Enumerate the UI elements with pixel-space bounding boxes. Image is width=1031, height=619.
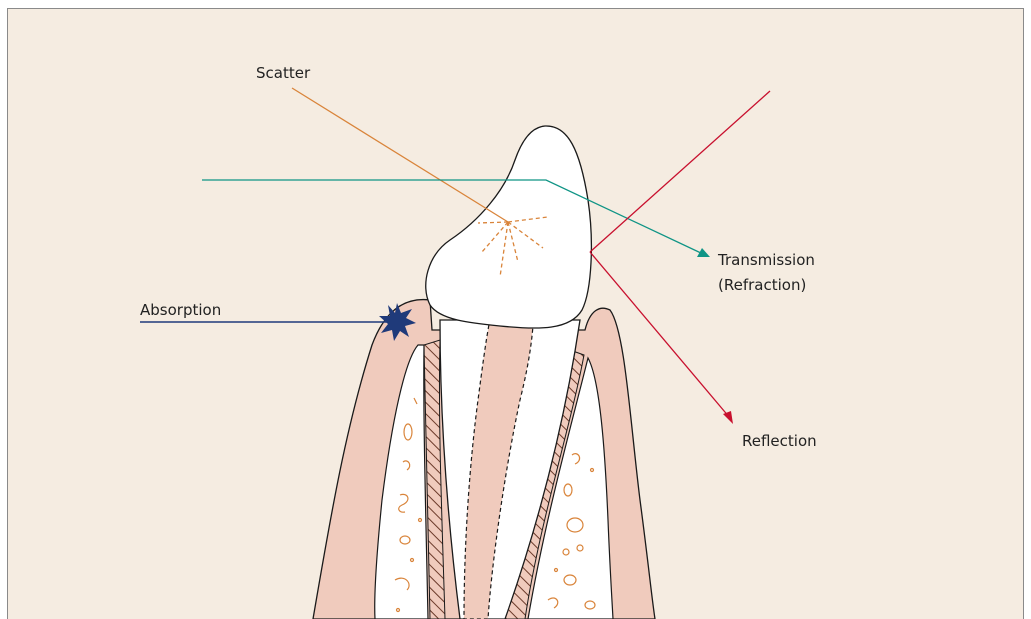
tooth-crown xyxy=(426,126,592,328)
scatter-label: Scatter xyxy=(256,64,311,82)
reflection-label: Reflection xyxy=(742,432,817,450)
reflection-arrowhead xyxy=(723,411,733,424)
refraction-label: (Refraction) xyxy=(718,276,806,294)
transmission-label: Transmission xyxy=(717,251,815,269)
absorption-label: Absorption xyxy=(140,301,221,319)
